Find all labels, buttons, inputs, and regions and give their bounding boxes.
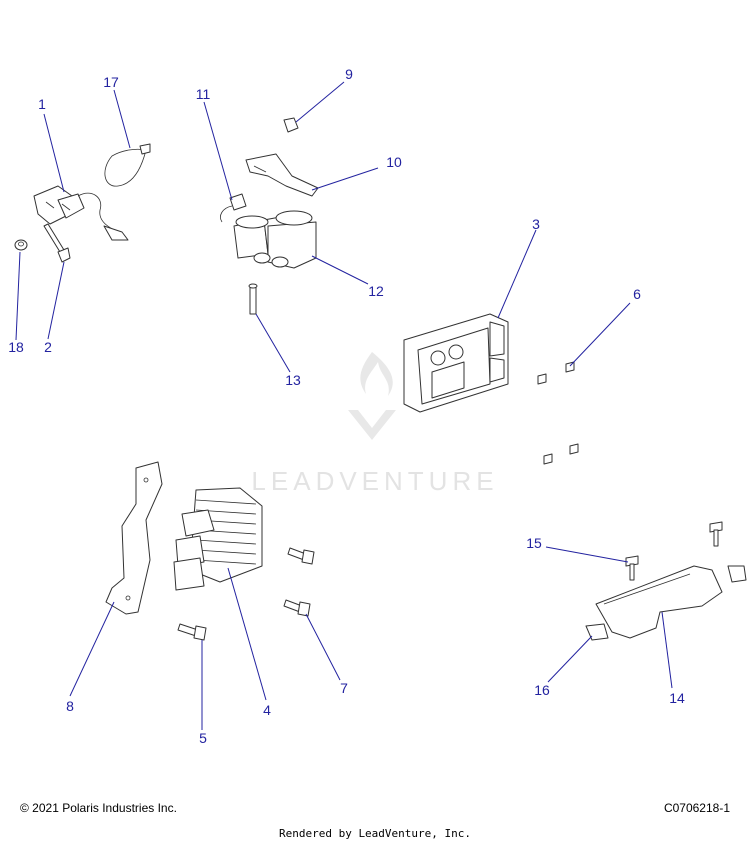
callout-7: 7 [340, 680, 348, 696]
part-14-extra-bolt [709, 521, 723, 547]
part-2-bolt [43, 223, 71, 263]
part-7-bolts [283, 547, 315, 617]
part-12-ignition-coil [233, 210, 317, 269]
leader-lines [15, 81, 673, 730]
part-17-cable-tie [104, 143, 151, 187]
callout-11: 11 [196, 86, 211, 102]
callout-10: 10 [386, 154, 402, 170]
part-5-bolt [177, 623, 207, 641]
part-10-bracket [245, 153, 319, 197]
watermark-text: LEADVENTURE [251, 466, 498, 496]
part-11-connector-boot [220, 193, 247, 223]
part-9-nut [283, 117, 299, 133]
callout-15: 15 [526, 535, 542, 551]
callout-9: 9 [345, 66, 353, 82]
callout-14: 14 [669, 690, 685, 706]
drawing-code: C0706218-1 [663, 801, 730, 815]
callout-6: 6 [633, 286, 641, 302]
part-15-bolt [625, 555, 639, 581]
part-4-voltage-regulator [173, 487, 263, 591]
part-18-nut [14, 239, 28, 251]
part-13-bolt [248, 283, 258, 315]
callout-1: 1 [38, 96, 46, 112]
rendered-by-text: Rendered by LeadVenture, Inc. [278, 827, 472, 840]
callout-12: 12 [368, 283, 384, 299]
callout-8: 8 [66, 698, 74, 714]
callout-17: 17 [103, 74, 119, 90]
callout-3: 3 [532, 216, 540, 232]
part-16-clip [585, 565, 747, 641]
watermark-logo [348, 352, 396, 440]
callout-5: 5 [199, 730, 207, 746]
callout-13: 13 [285, 372, 301, 388]
part-3-ecu [403, 313, 509, 413]
callout-16: 16 [534, 682, 550, 698]
copyright-text: © 2021 Polaris Industries Inc. [20, 801, 177, 815]
part-1-sensor-harness [33, 185, 129, 241]
callout-18: 18 [8, 339, 24, 355]
callout-4: 4 [263, 702, 271, 718]
part-8-mounting-bracket [105, 461, 163, 615]
part-14-cover-plate [595, 565, 723, 639]
callout-2: 2 [44, 339, 52, 355]
part-6-screws [537, 361, 579, 465]
